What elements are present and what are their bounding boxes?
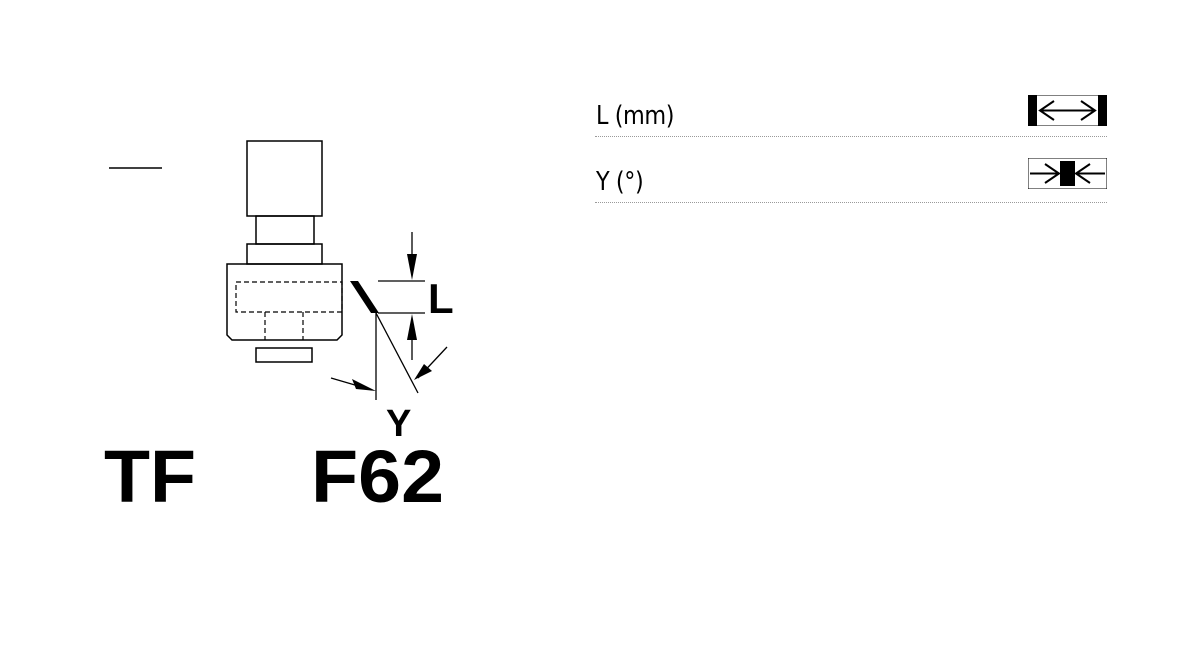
shank-neck xyxy=(255,215,315,245)
shank-top xyxy=(246,140,323,217)
tool-holder xyxy=(226,140,343,363)
model-label: F62 xyxy=(311,435,444,518)
dimension-l xyxy=(378,232,425,360)
prefix-label: TF xyxy=(104,435,196,518)
inward-arrows-icon xyxy=(1028,158,1107,189)
shank-collar xyxy=(246,243,323,265)
spec-row-y: Y (°) xyxy=(595,154,1107,203)
spec-row-l: L (mm) xyxy=(595,88,1107,137)
dimension-l-arrowhead-top xyxy=(407,254,417,280)
outward-arrows-icon xyxy=(1028,95,1107,126)
spec-label-l: L (mm) xyxy=(596,101,675,131)
cut-angle-line-slanted xyxy=(375,312,419,394)
dimension-y-arrowhead-right xyxy=(414,364,432,380)
technical-drawing: L Y TF F62 xyxy=(104,140,454,518)
holder-block xyxy=(226,263,343,341)
holder-foot xyxy=(255,347,313,363)
cutting-insert xyxy=(350,281,419,400)
dimension-l-arrowhead-bottom xyxy=(407,314,417,340)
dimension-l-label: L xyxy=(428,275,454,322)
dimension-y-arrowhead-left xyxy=(352,379,376,391)
dimension-y xyxy=(330,346,448,391)
cutting-edge xyxy=(350,281,379,313)
dimension-y-label: Y xyxy=(386,403,411,445)
spec-label-y: Y (°) xyxy=(596,167,644,197)
dashed-bore xyxy=(235,281,343,313)
spec-table: L (mm) Y (°) xyxy=(595,88,1107,203)
